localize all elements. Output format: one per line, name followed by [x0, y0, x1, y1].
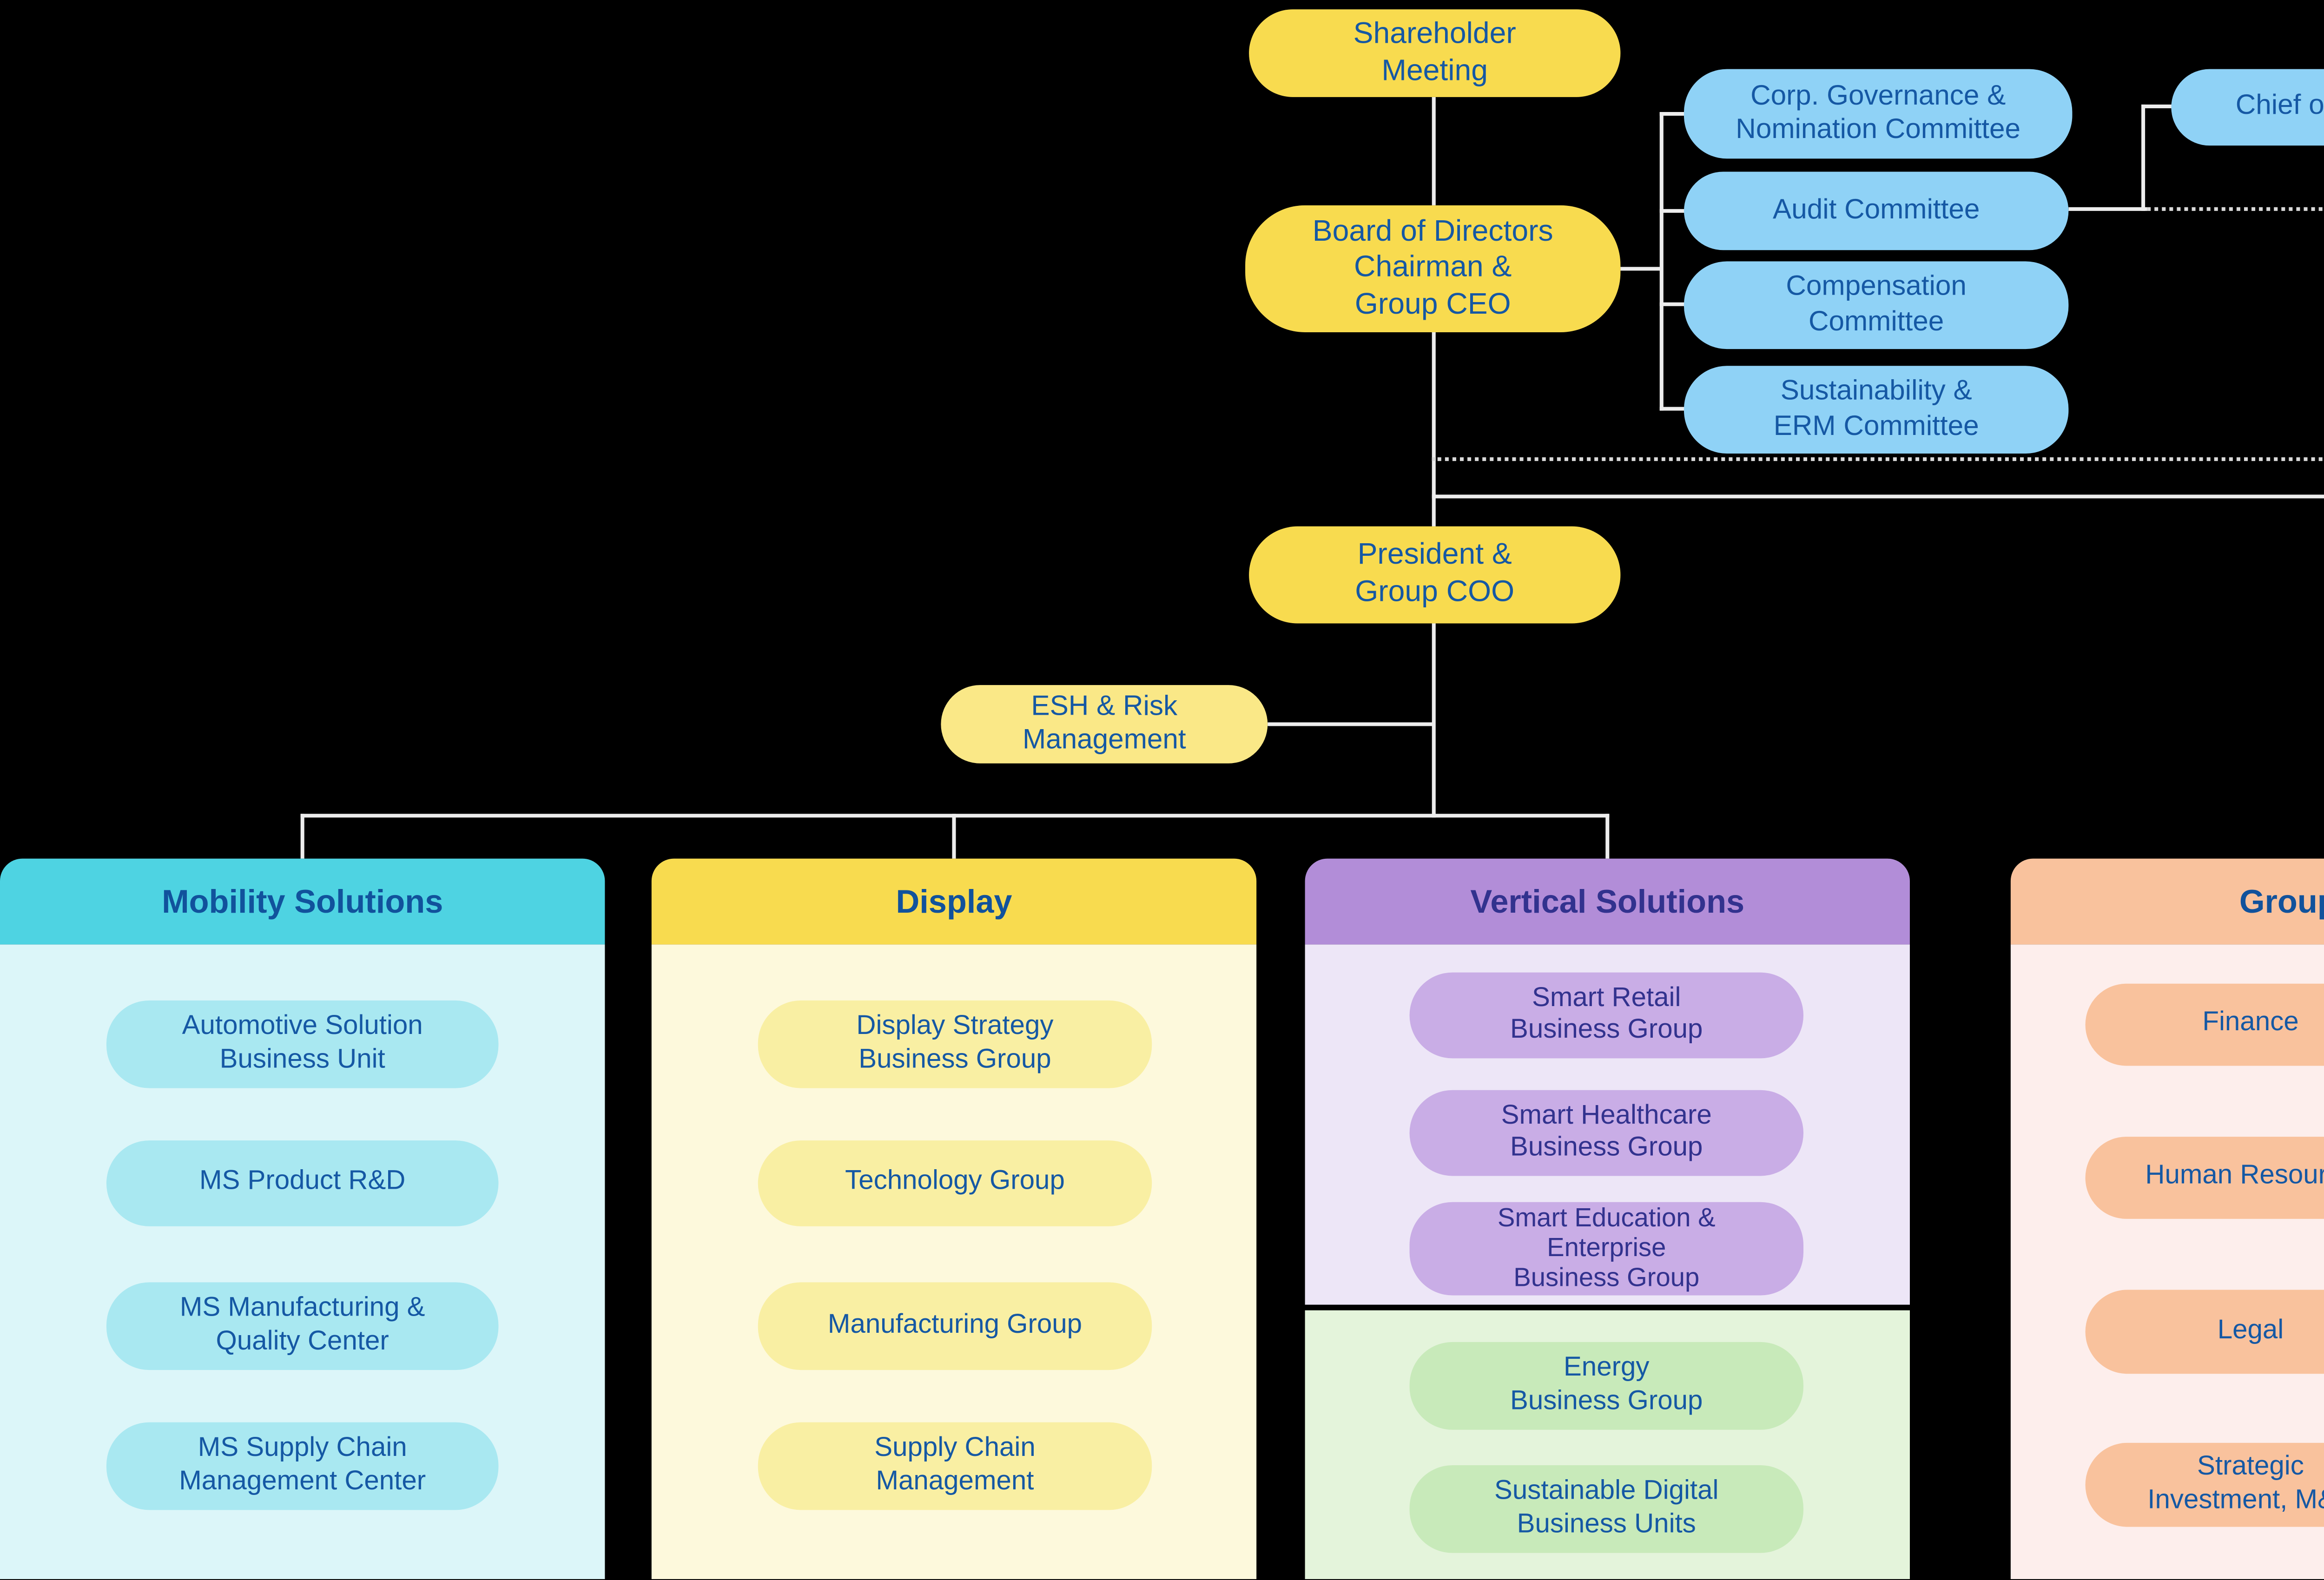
- connector-board-president: [1432, 332, 1436, 527]
- display-unit: Display Strategy Business Group: [758, 1000, 1152, 1088]
- connector-committee-bracket: [1659, 112, 1664, 411]
- vertical-unit: Smart Healthcare Business Group: [1409, 1090, 1804, 1176]
- shareholder-meeting-box: Shareholder Meeting: [1249, 9, 1621, 97]
- connector-audit-elbow: [2068, 207, 2147, 211]
- audit-committee-box: Audit Committee: [1684, 171, 2069, 250]
- president-coo-box: President & Group COO: [1249, 526, 1621, 624]
- dotted-audit-line: [2147, 207, 2324, 211]
- vertical-unit: Smart Retail Business Group: [1409, 972, 1804, 1059]
- connector-esh: [1268, 722, 1434, 726]
- connector-drop-mobility: [300, 814, 304, 859]
- giu-unit-legal: Legal: [2085, 1290, 2324, 1374]
- display-unit: Supply Chain Management: [758, 1422, 1152, 1510]
- connector-drop-display: [952, 814, 956, 859]
- connector-compliance-elbow-v: [2141, 104, 2146, 211]
- display-header: Display: [651, 858, 1257, 945]
- compensation-committee-box: Compensation Committee: [1684, 261, 2069, 349]
- connector-branch-giu-h: [1432, 494, 2324, 499]
- mobility-unit: Automotive Solution Business Unit: [106, 1000, 499, 1088]
- connector-stub-compensation: [1659, 302, 1686, 306]
- vertical-unit: Smart Education & Enterprise Business Gr…: [1409, 1202, 1804, 1296]
- esh-risk-management-box: ESH & Risk Management: [941, 685, 1268, 764]
- vertical-solutions-header: Vertical Solutions: [1305, 858, 1910, 945]
- mobility-unit: MS Manufacturing & Quality Center: [106, 1282, 499, 1370]
- giu-unit-strategic-investment: Strategic Investment, M&A: [2085, 1442, 2324, 1527]
- connector-board-bracket: [1620, 267, 1662, 271]
- connector-stub-corp-gov: [1659, 112, 1690, 116]
- chief-of-compliance-box: Chief of Compliance: [2171, 69, 2324, 146]
- giu-unit-finance: Finance: [2085, 983, 2324, 1066]
- connector-stub-audit: [1659, 209, 1686, 213]
- mobility-solutions-header: Mobility Solutions: [0, 858, 605, 945]
- connector-drop-vertical: [1605, 814, 1610, 859]
- sustainability-erm-committee-box: Sustainability & ERM Committee: [1684, 366, 2069, 454]
- display-unit: Manufacturing Group: [758, 1282, 1152, 1370]
- connector-shareholder-board: [1432, 97, 1436, 205]
- display-unit: Technology Group: [758, 1140, 1152, 1226]
- energy-unit: Sustainable Digital Business Units: [1409, 1465, 1804, 1553]
- mobility-unit: MS Product R&D: [106, 1140, 499, 1226]
- connector-president-down: [1432, 623, 1436, 818]
- connector-compliance-elbow-h: [2141, 104, 2173, 108]
- mobility-unit: MS Supply Chain Management Center: [106, 1422, 499, 1510]
- energy-unit: Energy Business Group: [1409, 1342, 1804, 1430]
- group-infrastructure-header: Group Infrastructure Unit: [2010, 858, 2324, 945]
- connector-stub-sustainability: [1659, 407, 1686, 411]
- giu-unit-human-resource: Human Resource: [2085, 1137, 2324, 1219]
- dotted-compliance-return: [1432, 457, 2324, 461]
- board-of-directors-box: Board of Directors Chairman & Group CEO: [1245, 205, 1621, 332]
- corp-governance-committee-box: Corp. Governance & Nomination Committee: [1684, 69, 2073, 159]
